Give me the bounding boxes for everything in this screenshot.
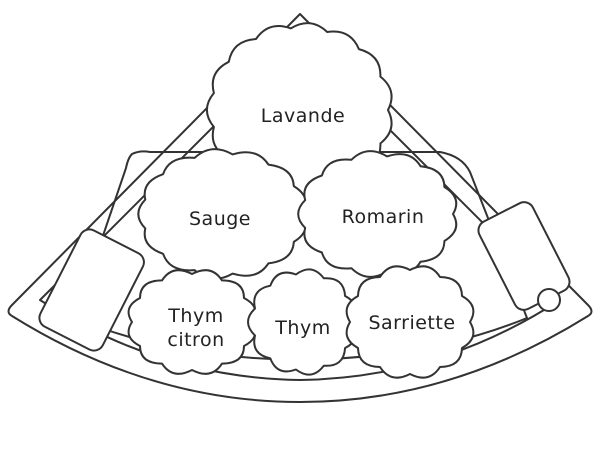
bush-sarriette <box>345 265 475 379</box>
bush-sauge <box>137 148 308 280</box>
plant-label-sarriette: Sarriette <box>368 312 455 334</box>
drain-hole <box>537 288 561 312</box>
bush-romarin <box>297 150 458 278</box>
plant-label-romarin: Romarin <box>342 206 425 228</box>
plant-label-lavande: Lavande <box>261 105 345 127</box>
bush-thym <box>247 268 358 376</box>
bush-thym-citron <box>127 269 257 375</box>
plant-label-sauge: Sauge <box>189 208 251 230</box>
plant-label-thym: Thym <box>274 317 330 339</box>
left-pocket <box>38 228 145 352</box>
